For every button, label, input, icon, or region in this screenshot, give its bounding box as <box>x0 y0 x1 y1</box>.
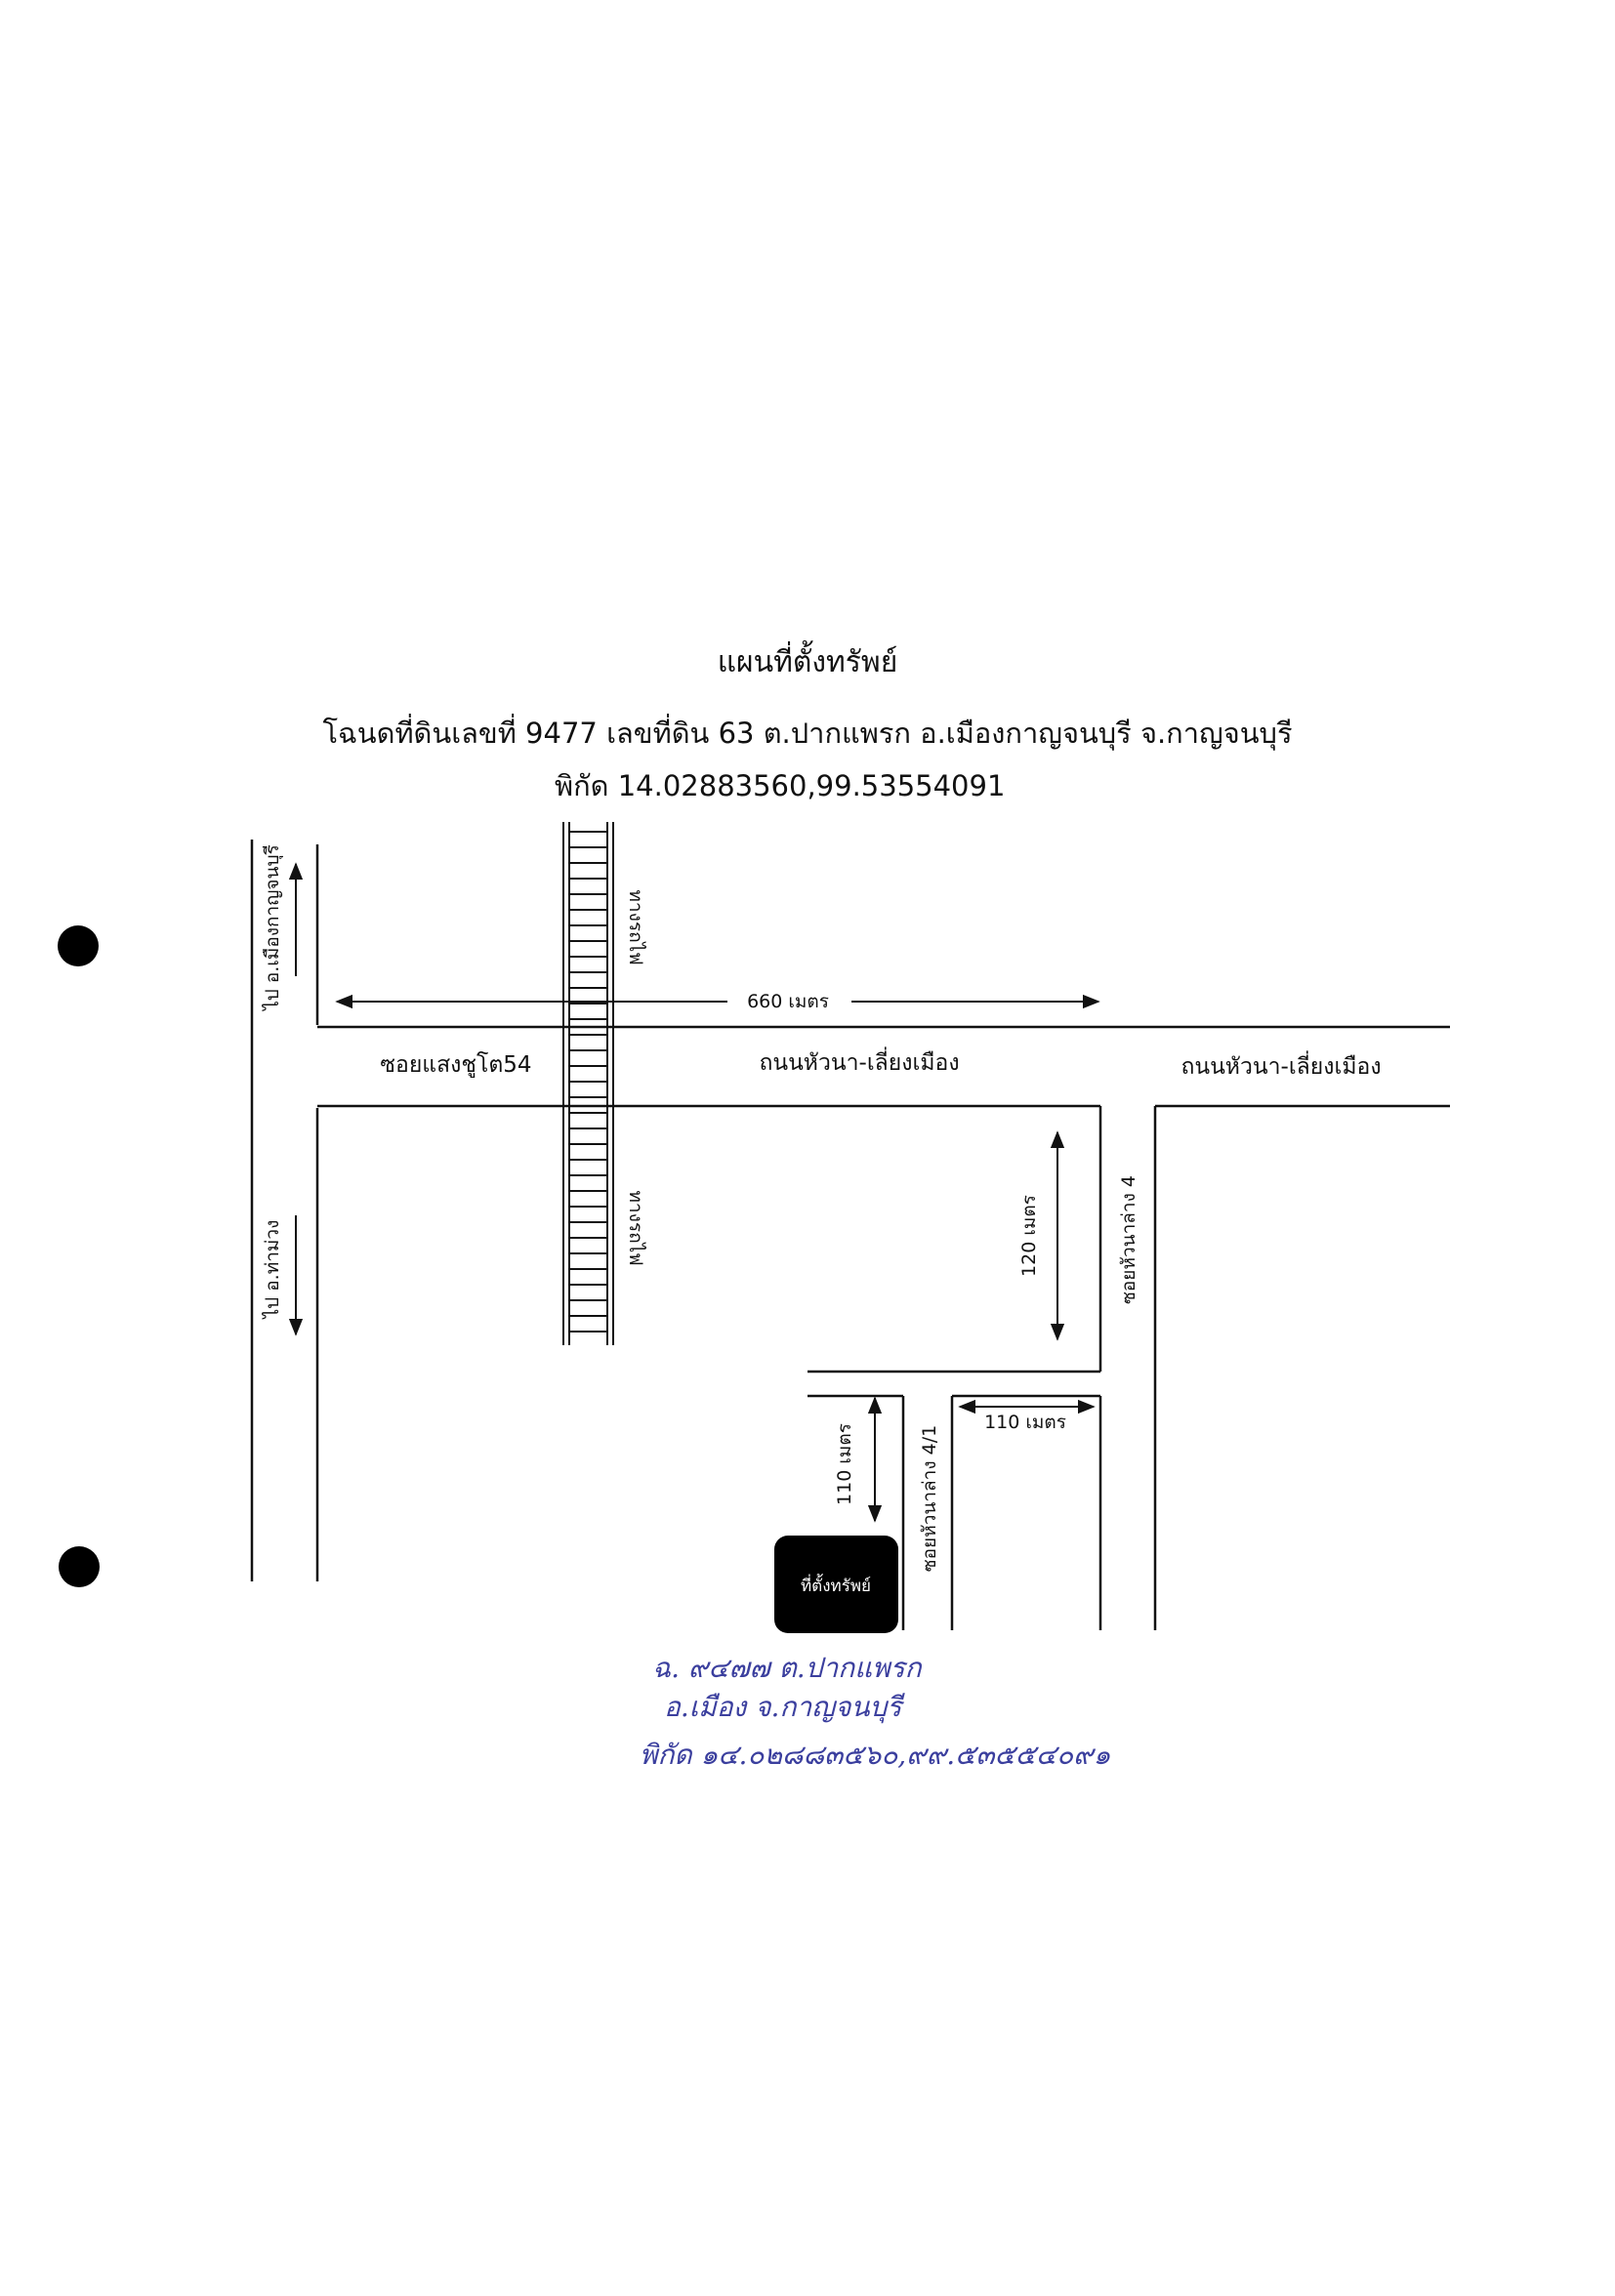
label-distance-120: 120 เมตร <box>1018 1195 1040 1277</box>
deed-description: โฉนดที่ดินเลขที่ 9477 เลขที่ดิน 63 ต.ปาก… <box>322 717 1293 750</box>
label-road-huana-2: ถนนหัวนา-เลี่ยงเมือง <box>1180 1050 1381 1080</box>
label-to-tha-muang: ไป อ.ท่าม่วง <box>262 1220 283 1321</box>
handwritten-line-2: อ.เมือง จ.กาญจนบุรี <box>664 1691 902 1723</box>
label-distance-110-horizontal: 110 เมตร <box>984 1412 1066 1433</box>
punch-hole-bottom <box>59 1546 100 1587</box>
punch-hole-top <box>58 925 99 966</box>
label-to-mueang: ไป อ.เมืองกาญจนบุรี <box>262 844 284 1012</box>
label-road-huana-1: ถนนหัวนา-เลี่ยงเมือง <box>759 1046 959 1076</box>
dimension-arrows <box>288 862 1100 1523</box>
label-distance-110-vertical: 110 เมตร <box>834 1423 855 1505</box>
label-soi-huanalang-4: ซอยหัวนาล่าง 4 <box>1118 1175 1139 1304</box>
coordinates-text: พิกัด 14.02883560,99.53554091 <box>555 769 1006 802</box>
property-marker-box <box>774 1536 898 1633</box>
label-distance-660: 660 เมตร <box>747 991 829 1012</box>
handwritten-line-1: ฉ. ๙๔๗๗ ต.ปากแพรก <box>652 1652 922 1684</box>
handwritten-line-3: พิกัด ๑๔.๐๒๘๘๓๕๖๐,๙๙.๕๓๕๕๔๐๙๑ <box>640 1739 1111 1771</box>
label-railway-south: ทางรถไฟ <box>625 1190 646 1265</box>
map-title: แผนที่ตั้งทรัพย์ <box>717 645 898 679</box>
railway-track <box>562 822 614 1345</box>
road-outlines <box>250 840 1450 1630</box>
label-soi-huanalang-4-1: ซอยหัวนาล่าง 4/1 <box>919 1425 940 1573</box>
label-soi-saengchuto-54: ซอยแสงชูโต54 <box>380 1051 531 1078</box>
label-railway-north: ทางรถไฟ <box>625 889 646 964</box>
property-marker-label: ที่ตั้งทรัพย์ <box>801 1574 871 1596</box>
